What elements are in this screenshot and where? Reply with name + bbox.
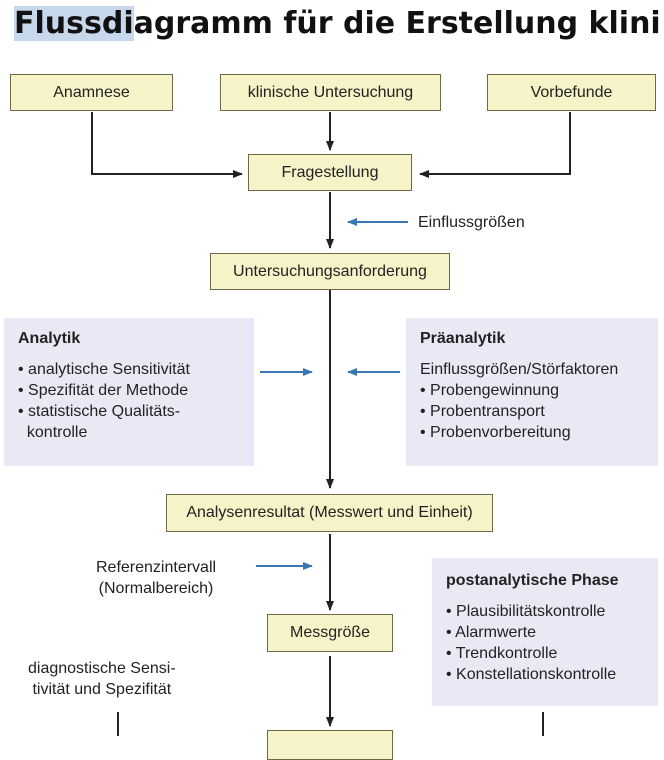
panel-praeanalytik: Präanalytik Einflussgrößen/Störfaktoren … [406,318,658,466]
panel-praeanalytik-item: • Probengewinnung [420,382,560,399]
panel-analytik-item: • Spezifität der Methode [18,382,189,399]
panel-praeanalytik-item: Einflussgrößen/Störfaktoren [420,361,619,378]
panel-postanalytik-item: • Alarmwerte [446,624,537,641]
panel-analytik-item: • statistische Qualitäts- [18,403,181,420]
box-untersuchungsanforderung: Untersuchungsanforderung [210,253,450,290]
note-einflussgroessen: Einflussgrößen [418,214,525,231]
note-diagnostische-line-2: tivität und Spezifität [32,681,172,698]
flow-connectors [91,112,571,736]
panel-praeanalytik-title: Präanalytik [420,330,506,347]
arrow-vorbefunde-to-frage [419,112,571,178]
panel-postanalytik: postanalytische Phase • Plausibilitätsko… [432,558,658,706]
box-fragestellung: Fragestellung [248,154,412,191]
note-referenzintervall-line-2: (Normalbereich) [98,580,214,597]
panel-analytik-item: kontrolle [18,424,88,441]
box-anamnese: Anamnese [10,74,173,111]
note-diagnostische-line-1: diagnostische Sensi- [28,660,176,677]
page-title: Flussdiagramm für die Erstellung klini [14,4,664,44]
panel-praeanalytik-item: • Probentransport [420,403,545,420]
note-referenzintervall-line-1: Referenzintervall [96,559,217,576]
panel-analytik-title: Analytik [18,330,81,347]
panel-postanalytik-item: • Plausibilitätskontrolle [446,603,606,620]
box-vorbefunde: Vorbefunde [487,74,656,111]
box-cutoff [267,730,393,760]
title-rest: agramm für die Erstellung klini [133,6,661,41]
panel-praeanalytik-item: • Probenvorbereitung [420,424,571,441]
note-referenzintervall: Referenzintervall (Normalbereich) [96,557,216,599]
panel-postanalytik-item: • Trendkontrolle [446,645,558,662]
panel-analytik: Analytik • analytische Sensitivität • Sp… [4,318,254,466]
box-analysenresultat: Analysenresultat (Messwert und Einheit) [166,494,493,532]
box-messgroesse: Messgröße [267,614,393,652]
panel-analytik-item: • analytische Sensitivität [18,361,190,378]
note-diagnostische: diagnostische Sensi- tivität und Spezifi… [28,658,176,700]
panel-postanalytik-title: postanalytische Phase [446,572,619,589]
panel-postanalytik-item: • Konstellationskontrolle [446,666,617,683]
arrow-anamnese-to-frage [91,112,243,178]
title-highlight: Flussdi [14,6,134,41]
box-klinische-untersuchung: klinische Untersuchung [220,74,441,111]
